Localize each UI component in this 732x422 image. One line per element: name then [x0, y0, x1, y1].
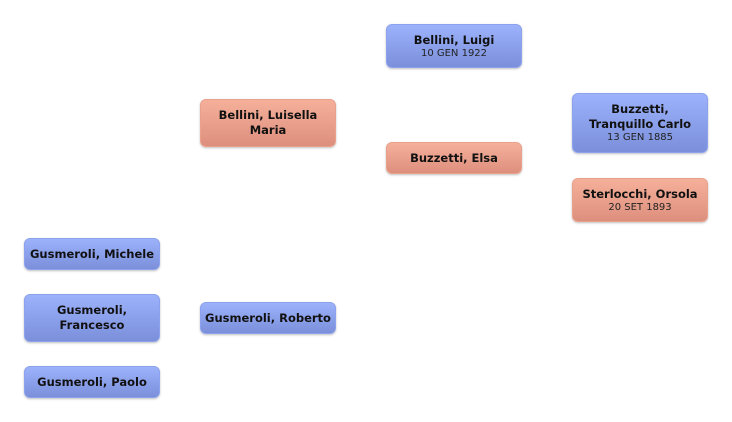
- person-box-buzzetti-tranquillo-carlo[interactable]: Buzzetti, Tranquillo Carlo 13 GEN 1885: [572, 93, 708, 153]
- person-name: Buzzetti, Elsa: [410, 150, 498, 165]
- person-box-bellini-luisella-maria[interactable]: Bellini, Luisella Maria: [200, 99, 336, 147]
- person-box-sterlocchi-orsola[interactable]: Sterlocchi, Orsola 20 SET 1893: [572, 178, 708, 222]
- person-name: Gusmeroli, Francesco: [56, 303, 128, 332]
- person-box-bellini-luigi[interactable]: Bellini, Luigi 10 GEN 1922: [386, 24, 522, 68]
- person-box-buzzetti-elsa[interactable]: Buzzetti, Elsa: [386, 142, 522, 174]
- person-date: 13 GEN 1885: [606, 132, 674, 143]
- person-name: Bellini, Luigi: [413, 32, 495, 47]
- person-date: 20 SET 1893: [608, 201, 672, 213]
- person-box-gusmeroli-paolo[interactable]: Gusmeroli, Paolo: [24, 366, 160, 398]
- person-name: Buzzetti, Tranquillo Carlo: [588, 102, 692, 131]
- person-name: Bellini, Luisella Maria: [218, 108, 318, 137]
- person-name: Gusmeroli, Michele: [29, 246, 154, 261]
- person-name: Gusmeroli, Roberto: [205, 310, 331, 325]
- person-name: Sterlocchi, Orsola: [582, 186, 698, 201]
- person-box-gusmeroli-francesco[interactable]: Gusmeroli, Francesco: [24, 294, 160, 342]
- person-name: Gusmeroli, Paolo: [37, 374, 147, 389]
- person-date: 10 GEN 1922: [420, 47, 488, 59]
- person-box-gusmeroli-roberto[interactable]: Gusmeroli, Roberto: [200, 302, 336, 334]
- person-box-gusmeroli-michele[interactable]: Gusmeroli, Michele: [24, 238, 160, 270]
